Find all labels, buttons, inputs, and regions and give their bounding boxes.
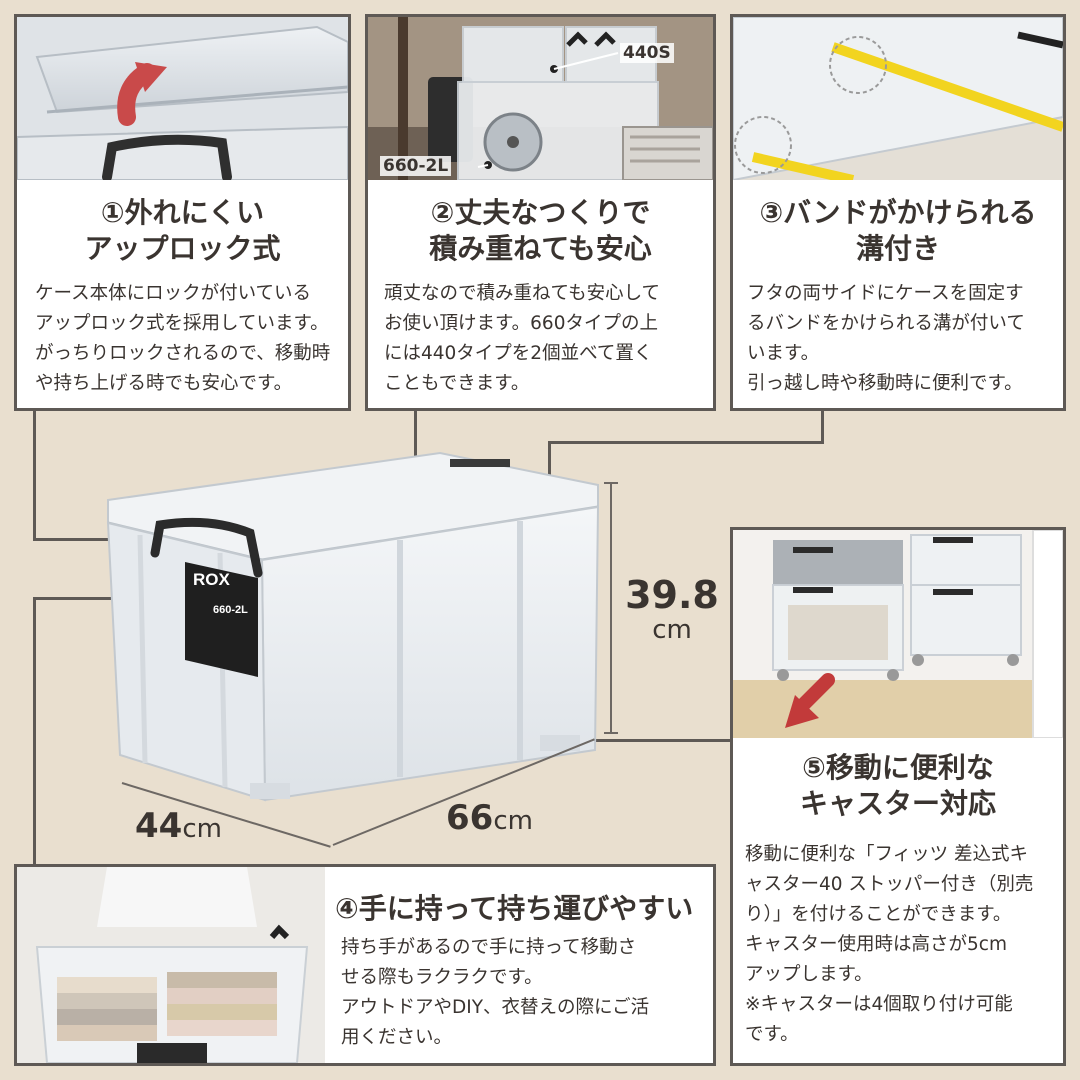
title-line: ②丈夫なつくりで (430, 196, 651, 229)
body-line: るバンドをかけられる溝が付いて (747, 313, 1025, 334)
height-dimension-tick-bottom (604, 732, 618, 734)
body-line: ※キャスターは4個取り付け可能 (745, 994, 1013, 1015)
title-line: ①外れにくい (100, 196, 265, 229)
body-line: 移動に便利な「フィッツ 差込式キ (745, 844, 1029, 865)
feature-panel-2: 440S 660-2L ②丈夫なつくりで 積み重ねても安心 頑丈なので積み重ねて… (365, 14, 716, 411)
photo-casters (733, 530, 1063, 738)
feature-1-title: ①外れにくい アップロック式 (17, 195, 348, 267)
depth-value: 44 (135, 806, 183, 846)
body-line: 用ください。 (341, 1027, 453, 1048)
feature-2-title: ②丈夫なつくりで 積み重ねても安心 (368, 195, 713, 267)
height-dimension: 39.8 cm (622, 574, 722, 644)
title-line: ④手に持って持ち運びやすい (335, 892, 694, 925)
title-line: ⑤移動に便利な (802, 751, 994, 784)
connector-3-horizontal (548, 441, 824, 444)
connector-1-horizontal (33, 538, 163, 541)
label-440s: 440S (620, 43, 674, 63)
connector-1-vertical (33, 408, 36, 541)
body-line: がっちりロックされるので、移動時 (35, 343, 331, 364)
body-line: 引っ越し時や移動時に便利です。 (747, 373, 1023, 394)
height-dimension-tick-top (604, 482, 618, 484)
height-unit: cm (652, 615, 692, 645)
body-line: お使い頂けます。660タイプの上 (384, 313, 658, 334)
label-660-2l: 660-2L (380, 156, 452, 176)
product-illustration: ROX 660-2L (100, 445, 610, 830)
connector-5-horizontal (578, 739, 733, 742)
title-line: アップロック式 (84, 232, 281, 265)
feature-3-body: フタの両サイドにケースを固定す るバンドをかけられる溝が付いて います。 引っ越… (747, 279, 1025, 399)
depth-unit: cm (182, 814, 222, 844)
connector-3-drop (548, 441, 551, 496)
body-line: います。 (747, 343, 820, 364)
depth-dimension: 44cm (135, 806, 222, 846)
title-line: 溝付き (855, 232, 940, 265)
feature-panel-1: ①外れにくい アップロック式 ケース本体にロックが付いている アップロック式を採… (14, 14, 351, 411)
feature-3-title: ③バンドがかけられる 溝付き (733, 195, 1063, 267)
body-line: ャスター40 ストッパー付き（別売 (745, 874, 1034, 895)
body-line: には440タイプを2個並べて置く (384, 343, 653, 364)
photo-carrying (17, 867, 325, 1063)
body-line: です。 (745, 1024, 799, 1045)
feature-4-body: 持ち手があるので手に持って移動さ せる際もラクラクです。 アウトドアやDIY、衣… (341, 933, 649, 1053)
photo-band-groove (733, 17, 1063, 180)
body-line: 頑丈なので積み重ねても安心して (384, 283, 661, 304)
body-line: 持ち手があるので手に持って移動さ (341, 937, 637, 958)
feature-4-title: ④手に持って持ち運びやすい (335, 891, 713, 927)
feature-5-body: 移動に便利な「フィッツ 差込式キ ャスター40 ストッパー付き（別売 り）」を付… (745, 840, 1033, 1050)
body-line: り）」を付けることができます。 (745, 904, 1012, 925)
body-line: せる際もラクラクです。 (341, 967, 543, 988)
body-line: や持ち上げる時でも安心です。 (35, 373, 293, 394)
width-value: 66 (446, 798, 494, 838)
height-value: 39.8 (625, 573, 719, 617)
title-line: 積み重ねても安心 (429, 232, 652, 265)
height-dimension-line (610, 482, 612, 734)
body-line: アップロック式を採用しています。 (35, 313, 329, 334)
body-line: こともできます。 (384, 373, 530, 394)
product-model-label: 660-2L (213, 604, 248, 616)
photo-lid-lock (17, 17, 348, 180)
feature-panel-4: ④手に持って持ち運びやすい 持ち手があるので手に持って移動さ せる際もラクラクで… (14, 864, 716, 1066)
feature-5-title: ⑤移動に便利な キャスター対応 (733, 750, 1063, 822)
feature-1-body: ケース本体にロックが付いている アップロック式を採用しています。 がっちりロック… (35, 279, 330, 399)
photo-stacked-cases: 440S 660-2L (368, 17, 713, 180)
feature-panel-5: ⑤移動に便利な キャスター対応 移動に便利な「フィッツ 差込式キ ャスター40 … (730, 527, 1066, 1066)
body-line: キャスター使用時は高さが5cm (745, 934, 1007, 955)
body-line: アップします。 (745, 964, 873, 985)
width-dimension: 66cm (446, 798, 533, 838)
connector-3-vertical (821, 408, 824, 444)
connector-4-vertical (33, 597, 36, 867)
body-line: フタの両サイドにケースを固定す (747, 283, 1024, 304)
body-line: ケース本体にロックが付いている (35, 283, 312, 304)
product-brand-label: ROX (193, 570, 231, 589)
feature-2-body: 頑丈なので積み重ねても安心して お使い頂けます。660タイプの上 には440タイ… (384, 279, 660, 399)
title-line: キャスター対応 (799, 787, 996, 820)
title-line: ③バンドがかけられる (759, 196, 1037, 229)
width-unit: cm (493, 806, 533, 836)
body-line: アウトドアやDIY、衣替えの際にご活 (341, 997, 650, 1018)
feature-panel-3: ③バンドがかけられる 溝付き フタの両サイドにケースを固定す るバンドをかけられ… (730, 14, 1066, 411)
connector-4-horizontal (33, 597, 183, 600)
